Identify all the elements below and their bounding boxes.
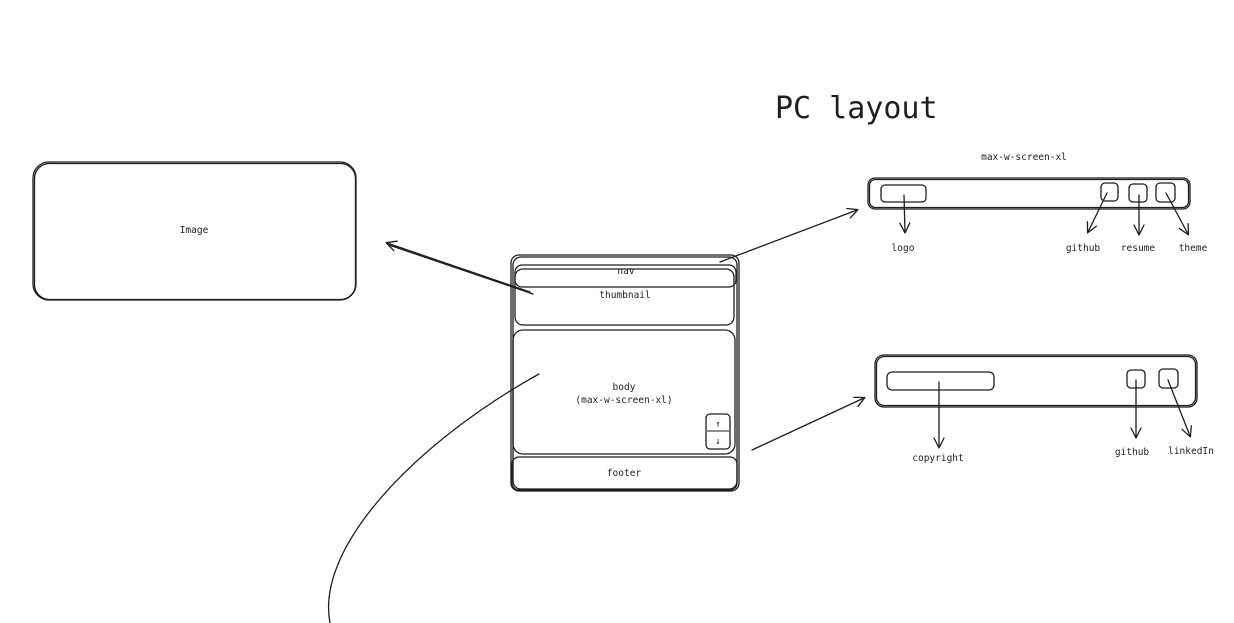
github-box	[1100, 182, 1119, 202]
nav-box	[514, 264, 737, 288]
resume-box	[1128, 183, 1148, 203]
body-curve-line	[327, 373, 540, 623]
scroll-buttons	[705, 413, 731, 450]
page-wireframe: thumbnail nav body (max-w-screen-xl) ↑ ↓…	[510, 254, 740, 492]
logo-box	[880, 184, 927, 203]
wireframe-outer	[510, 254, 740, 492]
thumbnail-label: thumbnail	[599, 290, 650, 301]
image-panel: Image	[32, 161, 357, 301]
footer-label: footer	[607, 468, 642, 479]
body-label: body	[613, 382, 636, 393]
body-box	[512, 329, 736, 455]
nav-label: nav	[617, 266, 634, 277]
scroll-up-icon: ↑	[715, 419, 721, 430]
copyright-box	[886, 371, 995, 391]
resume-label: resume	[1121, 243, 1156, 254]
copyright-label: copyright	[912, 453, 963, 464]
footer-box	[511, 456, 738, 491]
thumbnail-to-image-arrow-stroke	[388, 244, 534, 295]
linkedin-box	[1158, 368, 1179, 389]
linkedin-label: linkedIn	[1168, 446, 1214, 457]
body-sublabel: (max-w-screen-xl)	[575, 395, 672, 406]
github-label: github	[1066, 243, 1101, 254]
thumbnail-to-image-arrow	[385, 240, 531, 293]
footer-github-label: github	[1115, 447, 1150, 458]
logo-label: logo	[892, 243, 915, 254]
nav-detail: max-w-screen-xl logo github resume theme	[867, 152, 1208, 254]
nav-detail-caption: max-w-screen-xl	[981, 152, 1067, 163]
footer-to-detail-arrow	[751, 396, 866, 451]
footer-detail: copyright github linkedIn	[874, 354, 1214, 464]
image-panel-label: Image	[180, 225, 209, 236]
theme-box	[1155, 182, 1176, 203]
thumbnail-box	[514, 268, 735, 326]
theme-label: theme	[1179, 243, 1208, 254]
diagram-title: PC layout	[775, 91, 938, 126]
nav-to-detail-arrow	[719, 207, 859, 263]
scroll-down-icon: ↓	[715, 436, 721, 447]
